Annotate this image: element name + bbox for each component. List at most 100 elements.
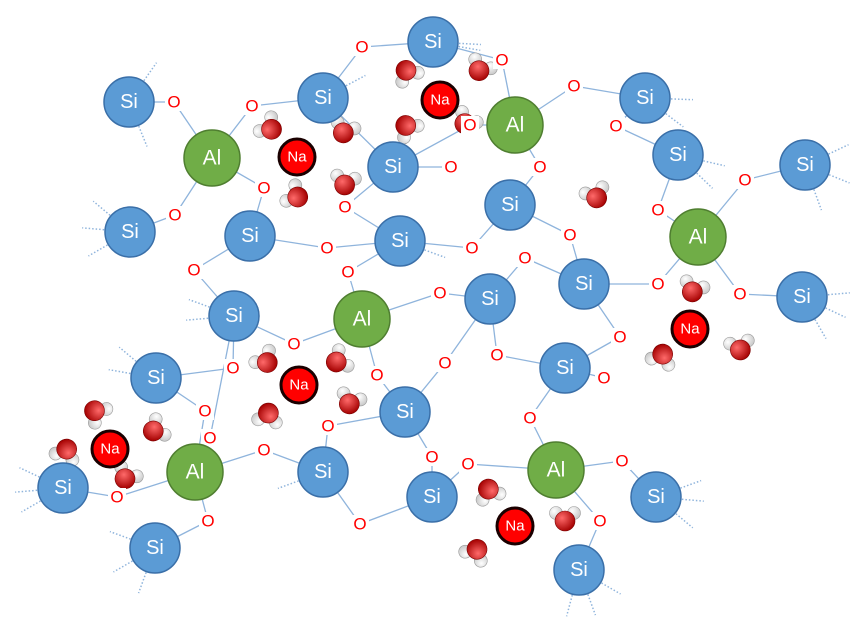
water-oxygen-atom [142,420,164,442]
oxygen-backdrop [423,448,441,466]
oxygen-atom-label: O [495,51,508,70]
oxygen-atom-label: O [110,488,123,507]
water-oxygen-atom [586,187,607,209]
silicon-atom [619,72,671,124]
oxygen-backdrop [516,249,534,267]
dangling-bond [277,480,299,490]
water-molecule [252,110,282,140]
water-molecule [114,460,144,490]
silicon-atom-label: Si [575,273,593,295]
dangling-bond [825,307,846,318]
aluminium-atom [333,290,391,348]
oxygen-atom-label: O [257,441,270,460]
water-oxygen-atom [256,352,278,373]
dangling-bond [113,560,133,573]
silicon-atom [224,210,276,262]
dangling-bond [108,368,131,375]
oxygen-atom-label: O [651,275,664,294]
oxygen-atom-label: O [338,198,351,217]
oxygen-backdrop [255,179,273,197]
water-oxygen-atom [261,118,282,140]
aluminium-atom-label: Al [689,226,708,249]
silicon-atom [130,352,182,404]
water-molecule [336,386,368,415]
dangling-bond [828,174,850,184]
dangling-bond [188,298,210,308]
sodium-ion-label: Na [680,321,700,338]
silicon-atom [406,471,458,523]
dangling-bond [670,98,693,101]
sodium-ion [670,309,710,349]
oxygen-atom-label: O [490,346,503,365]
oxygen-backdrop [591,512,609,530]
water-oxygen-atom [682,281,703,303]
dangling-bond [92,200,111,216]
water-oxygen-atom [478,478,499,500]
oxygen-atom-label: O [518,249,531,268]
silicon-atom [129,522,181,574]
sodium-ion [90,429,130,469]
oxygen-backdrop [243,97,261,115]
silicon-atom-label: Si [669,144,687,166]
oxygen-backdrop [255,441,273,459]
aluminium-atom [669,208,727,266]
oxygen-atom-label: O [523,409,536,428]
sodium-ion-label: Na [287,149,307,166]
oxygen-atom-label: O [287,335,300,354]
dangling-bonds [15,42,850,617]
sodium-ion [420,80,460,120]
oxygen-atom-label: O [433,284,446,303]
water-molecule [84,400,114,430]
aluminium-atom [486,96,544,154]
oxygen-backdrop [649,201,667,219]
dangling-bond [696,172,714,189]
silicon-atom [539,342,591,394]
oxygen-backdrop [488,346,506,364]
water-molecule [251,402,283,430]
oxygen-backdrop [611,328,629,346]
aluminium-atom-label: Al [186,461,205,484]
oxygen-atom-label: O [353,515,366,534]
water-oxygen-atom [730,339,751,361]
water-oxygen-atom [466,538,488,560]
silicon-atom [374,215,426,267]
dangling-bond [681,498,704,502]
dangling-bond [828,144,849,155]
aluminium-atom-label: Al [203,147,222,170]
silicon-atom-label: Si [396,401,414,423]
water-oxygen-atom [395,115,417,136]
sodium-ion-label: Na [430,92,450,109]
oxygen-backdrop [285,335,303,353]
water-molecule [330,115,362,144]
aluminium-atom-label: Al [506,114,525,137]
oxygen-atom-label: O [320,239,333,258]
water-oxygen-atom [84,400,105,422]
oxygen-atom-label: O [321,417,334,436]
oxygen-backdrop [607,117,625,135]
water-oxygen-atom [652,343,673,365]
oxygen-backdrop [224,359,242,377]
dangling-bond [118,346,137,362]
silicon-atom [484,179,536,231]
oxygen-atom-label: O [615,452,628,471]
oxygen-atom-label: O [187,261,200,280]
aluminium-atom [527,441,585,499]
dangling-bond [703,160,725,167]
silicon-atom-label: Si [225,305,243,327]
oxygen-backdrop [436,354,454,372]
silicon-atom [779,139,831,191]
dangling-bond [109,530,131,540]
oxygen-atom-label: O [168,206,181,225]
silicon-atom [630,471,682,523]
sodium-ion [495,506,535,546]
water-oxygen-atom [56,438,77,460]
silicon-atom-label: Si [424,31,442,53]
water-molecule [142,412,172,442]
oxygen-backdrop [461,116,479,134]
silicon-atom [37,462,89,514]
oxygen-backdrop [196,402,214,420]
oxygen-backdrop [165,93,183,111]
water-oxygen-atom [468,60,490,82]
dangling-bond [680,479,702,489]
dangling-bond [15,489,38,493]
